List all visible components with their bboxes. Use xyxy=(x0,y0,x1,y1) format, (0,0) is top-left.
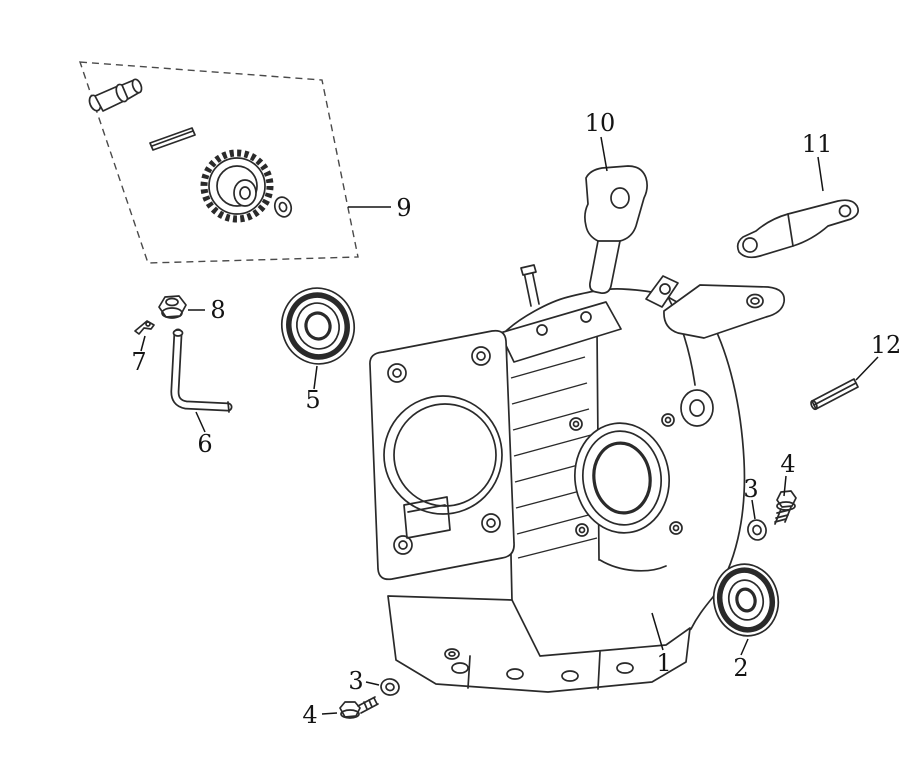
governor-shaft-drawing xyxy=(170,328,233,413)
callout-label-6: 6 xyxy=(197,430,212,458)
bolt-right-drawing xyxy=(774,490,797,525)
oil-seal-drawing xyxy=(712,563,780,637)
bearing-drawing xyxy=(281,287,355,365)
governor-gear-assembly-drawing xyxy=(88,78,293,223)
dashed-boundary xyxy=(78,61,359,264)
bracket-drawing xyxy=(584,165,648,294)
callout-label-7: 7 xyxy=(131,348,146,376)
washer-bottom-drawing xyxy=(380,678,400,696)
callout-label-10: 10 xyxy=(585,109,616,137)
callout-labels: 9 10 11 12 8 7 6 5 1 2 3 4 3 4 xyxy=(131,109,901,729)
callout-label-3-right: 3 xyxy=(743,475,758,503)
washer-right-drawing xyxy=(747,519,767,541)
callout-label-8: 8 xyxy=(210,296,225,324)
callout-label-9: 9 xyxy=(396,194,411,222)
crank-bore-opening xyxy=(573,422,671,534)
retaining-clip-drawing xyxy=(134,320,155,335)
callout-label-11: 11 xyxy=(802,130,833,158)
callout-label-12: 12 xyxy=(871,331,902,359)
callout-label-1: 1 xyxy=(656,649,671,677)
lock-nut-drawing xyxy=(158,295,187,319)
callout-label-4-bottom: 4 xyxy=(302,701,317,729)
pin-drawing xyxy=(810,378,859,411)
callout-label-3-bottom: 3 xyxy=(348,667,363,695)
crankcase-drawing xyxy=(369,264,786,693)
callout-label-2: 2 xyxy=(733,654,748,682)
callout-label-5: 5 xyxy=(305,386,320,414)
bolt-bottom-drawing xyxy=(339,696,379,719)
leader-lines xyxy=(140,136,879,715)
governor-arm-drawing xyxy=(736,199,859,259)
callout-label-4-right: 4 xyxy=(780,450,795,478)
